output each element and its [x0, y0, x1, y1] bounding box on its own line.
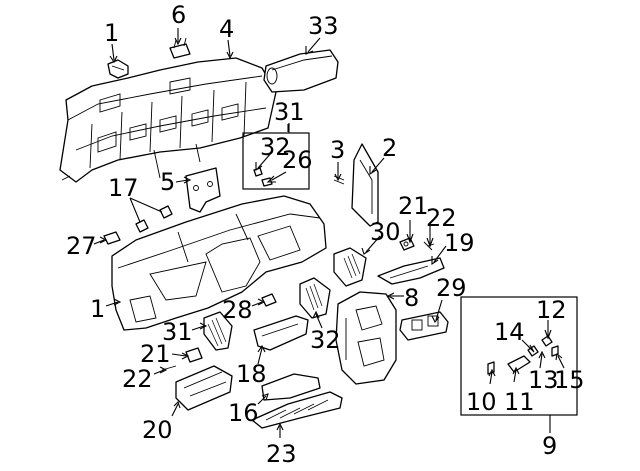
part-26-clip: [261, 293, 277, 307]
callout-8: 8: [404, 284, 419, 312]
callout-20: 20: [142, 416, 173, 444]
callout-11: 11: [504, 388, 535, 416]
callout-17: 17: [108, 174, 139, 202]
part-16-bolster: [261, 373, 321, 401]
callout-22-lower: 22: [122, 365, 153, 393]
part-23-lower-trim: [251, 391, 343, 429]
part-28-vent: [333, 247, 367, 287]
callout-9: 9: [542, 432, 557, 460]
callout-32: 32: [260, 133, 291, 161]
callout-19: 19: [444, 229, 475, 257]
callout-21-lower: 21: [140, 340, 171, 368]
callout-29: 31: [162, 318, 193, 346]
callout-10: 10: [466, 388, 497, 416]
part-6-clip: [169, 37, 191, 59]
callout-25: 27: [66, 232, 97, 260]
callout-7: 1: [104, 19, 119, 47]
part-27-vent: [399, 311, 449, 341]
callout-4: 4: [219, 15, 234, 43]
callout-30: 32: [310, 326, 341, 354]
part-7-bracket: [107, 59, 129, 79]
callout-31: 31: [274, 98, 305, 126]
callout-23: 23: [266, 440, 297, 468]
callout-18: 18: [236, 360, 267, 388]
part-17-fasteners: [135, 205, 173, 233]
part-5-bracket: [185, 167, 221, 213]
callout-13: 13: [528, 366, 559, 394]
callout-5: 5: [160, 168, 175, 196]
callout-28: 30: [370, 218, 401, 246]
callout-24: 26: [282, 146, 313, 174]
callout-15: 15: [554, 366, 585, 394]
callout-26: 28: [222, 296, 253, 324]
part-4-dash-frame: [59, 57, 277, 183]
part-22-upper-screw: [423, 241, 435, 251]
part-8-cluster-bezel: [335, 291, 397, 385]
callout-3: 3: [330, 136, 345, 164]
part-29-vent: [203, 311, 233, 351]
callout-16: 16: [228, 399, 259, 427]
part-21-lower-nut: [185, 347, 203, 363]
part-30-vent: [299, 277, 331, 319]
callout-1: 1: [90, 295, 105, 323]
part-25-clip: [103, 231, 121, 245]
part-1-instrument-panel: [111, 195, 327, 331]
callout-33: 33: [308, 12, 339, 40]
part-20-bracket: [175, 365, 233, 411]
part-2-end-panel: [351, 143, 379, 227]
leader-lines: [93, 28, 565, 438]
callout-21-upper: 21: [398, 192, 429, 220]
part-21-upper-nut: [399, 237, 415, 251]
part-33-duct: [263, 49, 339, 93]
callout-2: 2: [382, 134, 397, 162]
part-19-trim: [377, 257, 445, 285]
callout-22-upper: 22: [426, 204, 457, 232]
part-18-bracket: [253, 315, 309, 351]
callout-12: 12: [536, 296, 567, 324]
callout-14: 14: [494, 318, 525, 346]
callout-6: 6: [171, 1, 186, 29]
callout-27: 29: [436, 274, 467, 302]
callout-labels: 1 6 4 33 31 32 26 5 17 27 3 2 21 22 30 1…: [66, 1, 585, 468]
